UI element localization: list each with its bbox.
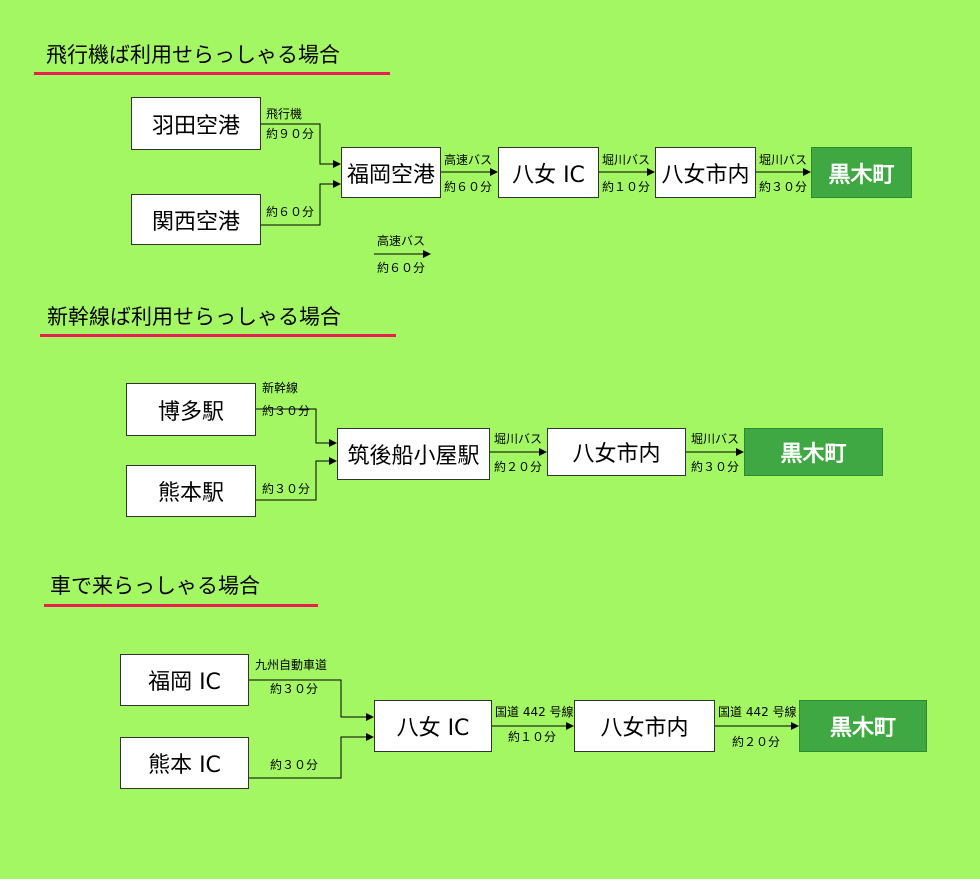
edge-label-mode: 九州自動車道: [255, 658, 328, 672]
edge-label-time: 約９０分: [266, 127, 315, 141]
legend-time-label: 約６０分: [377, 261, 426, 275]
node-fukuoka-airport: 福岡空港: [341, 147, 441, 198]
connector-kumamotoic-yameic: [249, 733, 374, 779]
connector-fukuokaic-yameic: [249, 679, 374, 721]
edge-label-time: 約３０分: [759, 180, 808, 194]
edge-label-time: 約３０分: [691, 460, 740, 474]
node-yame-city: 八女市内: [547, 428, 686, 476]
node-kuroki-town: 黒木町: [744, 428, 883, 476]
section-underline: [40, 334, 396, 337]
section-title-car: 車で来らっしゃる場合: [50, 574, 260, 598]
node-yame-city: 八女市内: [655, 147, 756, 198]
edge-label-mode: 堀川バス: [602, 153, 651, 167]
node-yame-city: 八女市内: [574, 700, 715, 752]
edge-label-time: 約３０分: [270, 682, 319, 696]
edge-label-time: 約２０分: [494, 460, 543, 474]
section-title-airplane: 飛行機ば利用せらっしゃる場合: [46, 43, 340, 67]
node-fukuoka-ic: 福岡 IC: [120, 654, 249, 706]
node-hakata-station: 博多駅: [126, 383, 256, 436]
edge-label-mode: 堀川バス: [759, 153, 808, 167]
edge-label-time: 約６０分: [266, 205, 315, 219]
edge-label-mode: 高速バス: [444, 153, 493, 167]
edge-label-mode: 国道 442 号線: [495, 705, 574, 719]
edge-label-mode: 堀川バス: [691, 432, 740, 446]
connector-hakata-chikugo: [256, 408, 337, 447]
node-yame-ic: 八女 IC: [498, 147, 599, 198]
node-kuroki-town: 黒木町: [811, 147, 912, 198]
node-chikugo-funagoya-station: 筑後船小屋駅: [337, 428, 490, 480]
node-kansai-airport: 関西空港: [131, 194, 261, 245]
edge-label-time: 約３０分: [262, 482, 311, 496]
legend-mode-label: 高速バス: [377, 234, 426, 248]
connector-haneda-fukuoka: [260, 123, 341, 168]
node-yame-ic: 八女 IC: [374, 700, 492, 752]
edge-label-time: 約１０分: [508, 730, 557, 744]
edge-label-mode: 新幹線: [262, 381, 299, 395]
edge-label-time: 約３０分: [270, 758, 319, 772]
section-underline: [34, 72, 390, 75]
edge-label-mode: 国道 442 号線: [718, 705, 797, 719]
node-kumamoto-station: 熊本駅: [126, 465, 256, 517]
section-title-shinkansen: 新幹線ば利用せらっしゃる場合: [47, 305, 341, 329]
node-kuroki-town: 黒木町: [799, 700, 927, 752]
connector-kumamoto-chikugo: [256, 457, 337, 501]
section-underline: [44, 604, 318, 607]
edge-label-time: 約６０分: [444, 180, 493, 194]
edge-label-time: 約１０分: [602, 180, 651, 194]
edge-label-mode: 飛行機: [266, 107, 303, 121]
connector-kansai-fukuoka: [260, 180, 341, 226]
node-kumamoto-ic: 熊本 IC: [120, 737, 249, 789]
edge-label-mode: 堀川バス: [494, 432, 543, 446]
edge-label-time: 約３０分: [262, 404, 311, 418]
edge-label-time: 約２０分: [732, 735, 781, 749]
node-haneda-airport: 羽田空港: [131, 97, 261, 150]
